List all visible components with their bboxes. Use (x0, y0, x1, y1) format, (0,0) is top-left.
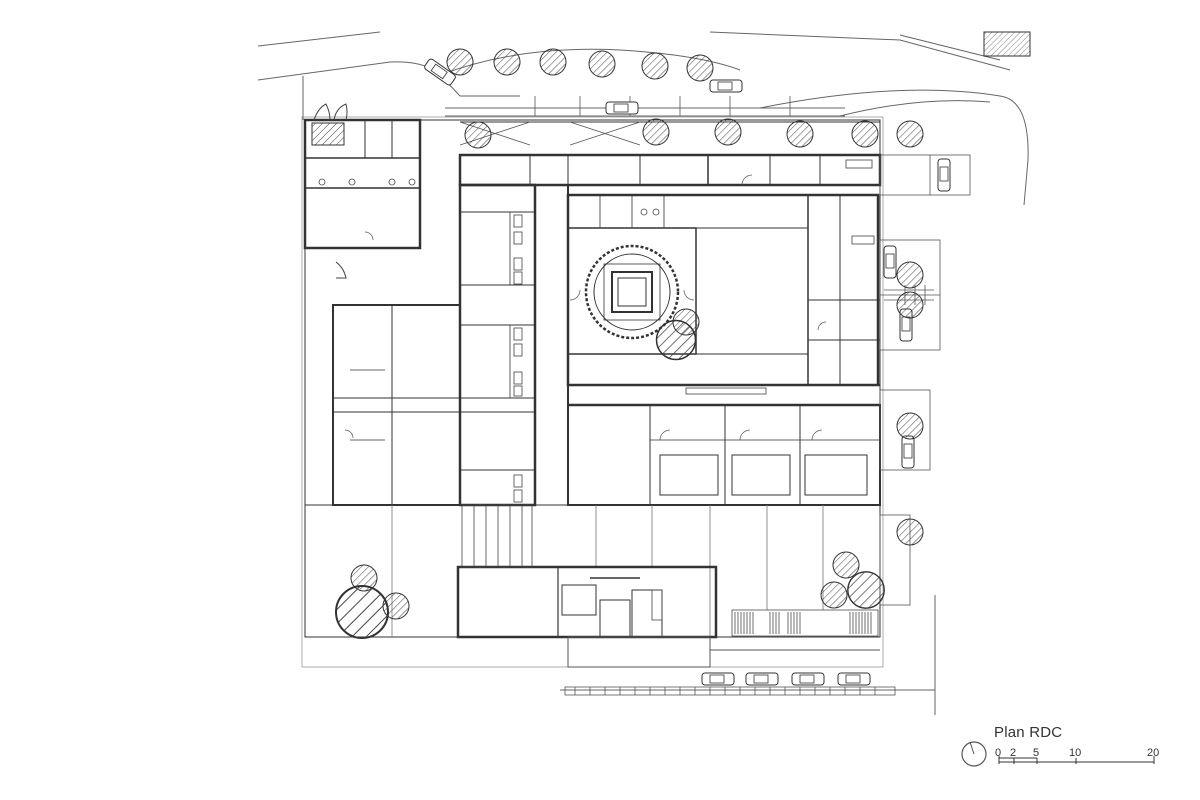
bike-racks (731, 609, 879, 637)
scale-label-20: 20 (1147, 747, 1160, 759)
scale-label-0: 0 (995, 747, 1002, 759)
hatched-shaft (311, 122, 345, 146)
scale-bar (998, 756, 1155, 764)
sanitary-fixtures (318, 159, 875, 621)
parking-east (879, 154, 971, 606)
drawing-title: Plan RDC (994, 724, 1063, 741)
building-walls (301, 116, 884, 668)
stair-bleachers (461, 504, 533, 568)
south-entry (567, 636, 880, 668)
door-swings (344, 174, 827, 441)
entrance-canopy (313, 103, 348, 279)
scale-label-10: 10 (1069, 747, 1082, 759)
site-roads (257, 31, 1029, 715)
courtyard-pavilion (584, 244, 680, 340)
tree-icon (335, 48, 924, 639)
hatched-structure-ne (983, 31, 1031, 57)
north-arrow-icon (961, 741, 987, 767)
scale-label-5: 5 (1033, 747, 1040, 759)
scale-label-2: 2 (1010, 747, 1017, 759)
paving-strip (564, 686, 896, 696)
